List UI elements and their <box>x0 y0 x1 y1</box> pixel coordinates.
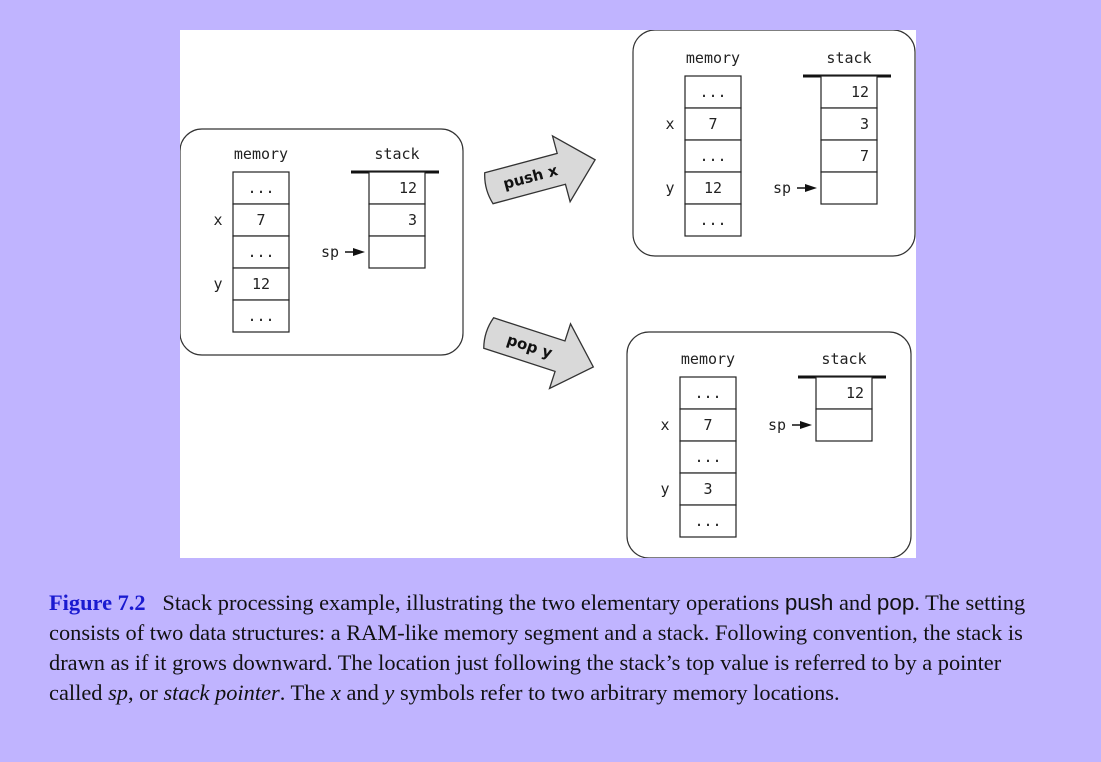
panel-after-pop: memory stack... 7 x... 3 y... 12 sp <box>626 331 912 558</box>
after-push-memory-cell <box>684 139 742 173</box>
after-push-memory-label-y: y <box>665 179 674 197</box>
before-memory-cell-value: 7 <box>256 211 265 229</box>
before-sp-label: sp <box>321 243 339 261</box>
caption-pop-term: pop <box>876 590 915 615</box>
before-memory-cell-value: 12 <box>252 275 270 293</box>
caption-x-term: x <box>330 680 341 705</box>
after-pop-stack-cell <box>815 408 873 442</box>
after-pop-memory-cell-value: ... <box>694 512 721 530</box>
after-pop-memory-cell <box>679 472 737 506</box>
stack-diagram-svg: memory stack... 7 x... 12 y... 12 3 sp memory sta… <box>180 30 916 558</box>
figure-label: Figure 7.2 <box>49 590 146 615</box>
push-arrow-shape <box>484 134 597 205</box>
after-pop-memory-cell-value: ... <box>694 384 721 402</box>
after-pop-memory-cell <box>679 440 737 474</box>
after-push-stack-cell <box>820 171 878 205</box>
push-arrow: push x <box>484 134 597 205</box>
before-memory-label-y: y <box>213 275 222 293</box>
after-push-stack-header: stack <box>826 49 871 67</box>
after-push-border <box>632 30 916 257</box>
caption-and-2: and <box>340 680 385 705</box>
after-push-stack-cell <box>820 75 878 109</box>
operation-arrows: push x pop y <box>483 134 597 390</box>
before-memory-cell-value: ... <box>247 243 274 261</box>
after-push-memory-cell <box>684 171 742 205</box>
caption-and: and <box>833 590 877 615</box>
caption-stack-pointer-term: stack pointer <box>163 680 280 705</box>
after-push-memory-cell-value: 12 <box>704 179 722 197</box>
after-push-sp-arrow-icon <box>805 184 817 192</box>
pop-arrow-shape <box>483 317 595 390</box>
pop-arrow: pop y <box>483 317 595 390</box>
after-pop-memory-cell-value: 7 <box>703 416 712 434</box>
caption-text-1: Stack processing example, illustrating t… <box>162 590 785 615</box>
before-stack-cell <box>368 203 426 237</box>
stack-diagram-figure: memory stack... 7 x... 12 y... 12 3 sp memory sta… <box>180 30 916 558</box>
caption-comma-or: , or <box>127 680 164 705</box>
caption-text-4: symbols refer to two arbitrary memory lo… <box>394 680 840 705</box>
after-pop-memory-cell <box>679 504 737 538</box>
after-pop-memory-cell-value: 3 <box>703 480 712 498</box>
after-pop-sp-label: sp <box>768 416 786 434</box>
after-push-memory-cell <box>684 203 742 237</box>
after-pop-stack-header: stack <box>821 350 866 368</box>
figure-caption: Figure 7.2 Stack processing example, ill… <box>49 588 1059 708</box>
before-stack-cell <box>368 171 426 205</box>
after-pop-memory-header: memory <box>681 350 735 368</box>
after-pop-memory-label-x: x <box>660 416 669 434</box>
after-pop-memory-cell <box>679 376 737 410</box>
after-push-memory-cell-value: ... <box>699 83 726 101</box>
after-pop-sp-arrow-icon <box>800 421 812 429</box>
before-memory-label-x: x <box>213 211 222 229</box>
after-push-memory-cell <box>684 107 742 141</box>
after-push-memory-cell <box>684 75 742 109</box>
after-push-stack-cell-value: 7 <box>860 147 869 165</box>
caption-push-term: push <box>784 590 834 615</box>
before-stack-cell <box>368 235 426 269</box>
after-push-stack-cell-value: 12 <box>851 83 869 101</box>
caption-text-3: . The <box>279 680 331 705</box>
after-push-memory-cell-value: ... <box>699 211 726 229</box>
before-border <box>180 128 464 356</box>
after-pop-border <box>626 331 912 558</box>
before-memory-cell-value: ... <box>247 179 274 197</box>
before-sp-arrow-icon <box>353 248 365 256</box>
after-push-memory-cell-value: 7 <box>708 115 717 133</box>
after-push-stack-cell <box>820 139 878 173</box>
after-push-memory-cell-value: ... <box>699 147 726 165</box>
before-stack-header: stack <box>374 145 419 163</box>
after-pop-memory-label-y: y <box>660 480 669 498</box>
before-memory-cell <box>232 203 290 237</box>
before-stack-cell-value: 12 <box>399 179 417 197</box>
before-memory-cell-value: ... <box>247 307 274 325</box>
before-memory-cell <box>232 299 290 333</box>
after-push-stack-cell <box>820 107 878 141</box>
panel-before: memory stack... 7 x... 12 y... 12 3 sp <box>180 128 464 356</box>
after-pop-memory-cell <box>679 408 737 442</box>
before-memory-header: memory <box>234 145 288 163</box>
after-push-memory-label-x: x <box>665 115 674 133</box>
caption-sp-term: sp <box>108 680 128 705</box>
after-pop-stack-cell-value: 12 <box>846 384 864 402</box>
after-push-sp-label: sp <box>773 179 791 197</box>
caption-y-term: y <box>384 680 395 705</box>
after-push-stack-cell-value: 3 <box>860 115 869 133</box>
after-pop-memory-cell-value: ... <box>694 448 721 466</box>
panel-after-push: memory stack... 7 x... 12 y... 12 3 7 sp <box>632 30 916 257</box>
after-push-memory-header: memory <box>686 49 740 67</box>
caption-text-2: . The setting consists of two data struc… <box>49 590 1026 705</box>
before-stack-cell-value: 3 <box>408 211 417 229</box>
